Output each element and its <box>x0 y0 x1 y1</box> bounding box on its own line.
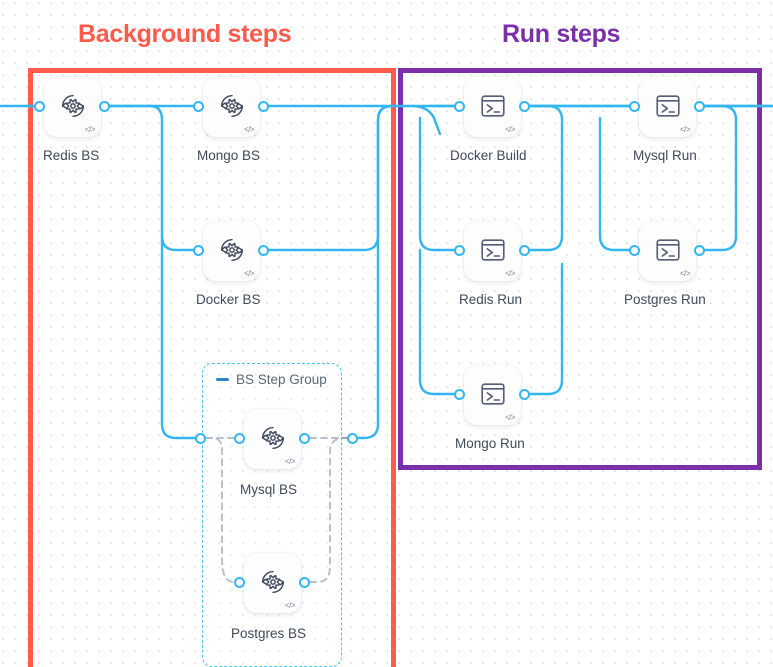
port-mongo-bs-in[interactable] <box>192 100 204 112</box>
code-badge-icon[interactable]: </> <box>84 125 96 134</box>
code-badge-icon[interactable]: </> <box>504 125 516 134</box>
node-label-docker-build: Docker Build <box>450 148 527 163</box>
node-label-mongo-run: Mongo Run <box>455 436 525 451</box>
port-docker-build-in[interactable] <box>453 100 465 112</box>
node-label-mysql-run: Mysql Run <box>633 148 697 163</box>
port-redis-run-in[interactable] <box>453 244 465 256</box>
minus-icon[interactable] <box>216 378 229 381</box>
code-badge-icon[interactable]: </> <box>504 269 516 278</box>
code-badge-icon[interactable]: </> <box>243 269 255 278</box>
node-mongo-run[interactable]: </> <box>464 365 521 425</box>
gear-refresh-icon <box>261 570 284 593</box>
port-mysql-bs-out[interactable] <box>298 432 310 444</box>
code-badge-icon[interactable]: </> <box>243 125 255 134</box>
node-mysql-run[interactable]: </> <box>639 77 696 137</box>
node-label-redis-bs: Redis BS <box>43 148 100 163</box>
edge-in-to-docker-build <box>410 104 442 136</box>
code-badge-icon[interactable]: </> <box>679 269 691 278</box>
node-postgres-bs[interactable]: </> <box>244 553 301 613</box>
edge-redis-bs-to-branch <box>108 104 202 440</box>
node-label-mongo-bs: Mongo BS <box>197 148 261 163</box>
port-mysql-bs-in[interactable] <box>233 432 245 444</box>
port-docker-bs-in[interactable] <box>192 244 204 256</box>
gear-refresh-icon <box>61 94 84 117</box>
edge-docker-bs-to-right <box>267 104 394 252</box>
node-mysql-bs[interactable]: </> <box>244 409 301 469</box>
code-badge-icon[interactable]: </> <box>284 457 296 466</box>
terminal-icon <box>480 238 505 261</box>
bs-step-group-title[interactable]: BS Step Group <box>216 372 327 387</box>
terminal-icon <box>480 382 505 405</box>
terminal-icon <box>480 94 505 117</box>
gear-refresh-icon <box>220 94 243 117</box>
code-badge-icon[interactable]: </> <box>679 125 691 134</box>
port-postgres-run-out[interactable] <box>693 244 705 256</box>
node-label-docker-bs: Docker BS <box>196 292 261 307</box>
node-label-postgres-run: Postgres Run <box>624 292 706 307</box>
node-mongo-bs[interactable]: </> <box>203 77 260 137</box>
edge-mysql-run-to-postgres-run <box>703 104 738 252</box>
gear-refresh-icon <box>220 238 243 261</box>
node-docker-bs[interactable]: </> <box>203 221 260 281</box>
node-redis-bs[interactable]: </> <box>44 77 101 137</box>
gear-refresh-icon <box>261 426 284 449</box>
port-mysql-run-out[interactable] <box>693 100 705 112</box>
port-group-out[interactable] <box>346 432 358 444</box>
edge-into-mongo-run <box>418 248 461 396</box>
port-postgres-bs-in[interactable] <box>233 576 245 588</box>
port-redis-bs-out[interactable] <box>98 100 110 112</box>
node-redis-run[interactable]: </> <box>464 221 521 281</box>
edge-into-postgres-run <box>598 116 636 252</box>
port-redis-bs-in[interactable] <box>33 100 45 112</box>
port-group-in[interactable] <box>194 432 206 444</box>
node-postgres-run[interactable]: </> <box>639 221 696 281</box>
code-badge-icon[interactable]: </> <box>284 601 296 610</box>
bs-step-group-label: BS Step Group <box>236 372 327 387</box>
edge-redis-run-branch-down <box>528 262 564 396</box>
edge-group-out-to-right <box>356 104 394 440</box>
port-mysql-run-in[interactable] <box>628 100 640 112</box>
section-frame-run-steps <box>398 68 762 470</box>
port-docker-build-out[interactable] <box>518 100 530 112</box>
port-postgres-bs-out[interactable] <box>298 576 310 588</box>
terminal-icon <box>655 94 680 117</box>
section-title-run-steps: Run steps <box>502 20 621 48</box>
edge-docker-build-to-redis-run <box>528 104 564 252</box>
port-postgres-run-in[interactable] <box>628 244 640 256</box>
port-mongo-run-out[interactable] <box>518 388 530 400</box>
node-label-postgres-bs: Postgres BS <box>231 626 307 641</box>
node-docker-build[interactable]: </> <box>464 77 521 137</box>
node-label-mysql-bs: Mysql BS <box>240 482 298 497</box>
terminal-icon <box>655 238 680 261</box>
section-title-background-steps: Background steps <box>78 20 292 48</box>
port-redis-run-out[interactable] <box>518 244 530 256</box>
port-mongo-run-in[interactable] <box>453 388 465 400</box>
edge-into-redis-run <box>418 116 461 252</box>
code-badge-icon[interactable]: </> <box>504 413 516 422</box>
port-mongo-bs-out[interactable] <box>257 100 269 112</box>
port-docker-bs-out[interactable] <box>257 244 269 256</box>
node-label-redis-run: Redis Run <box>459 292 523 307</box>
